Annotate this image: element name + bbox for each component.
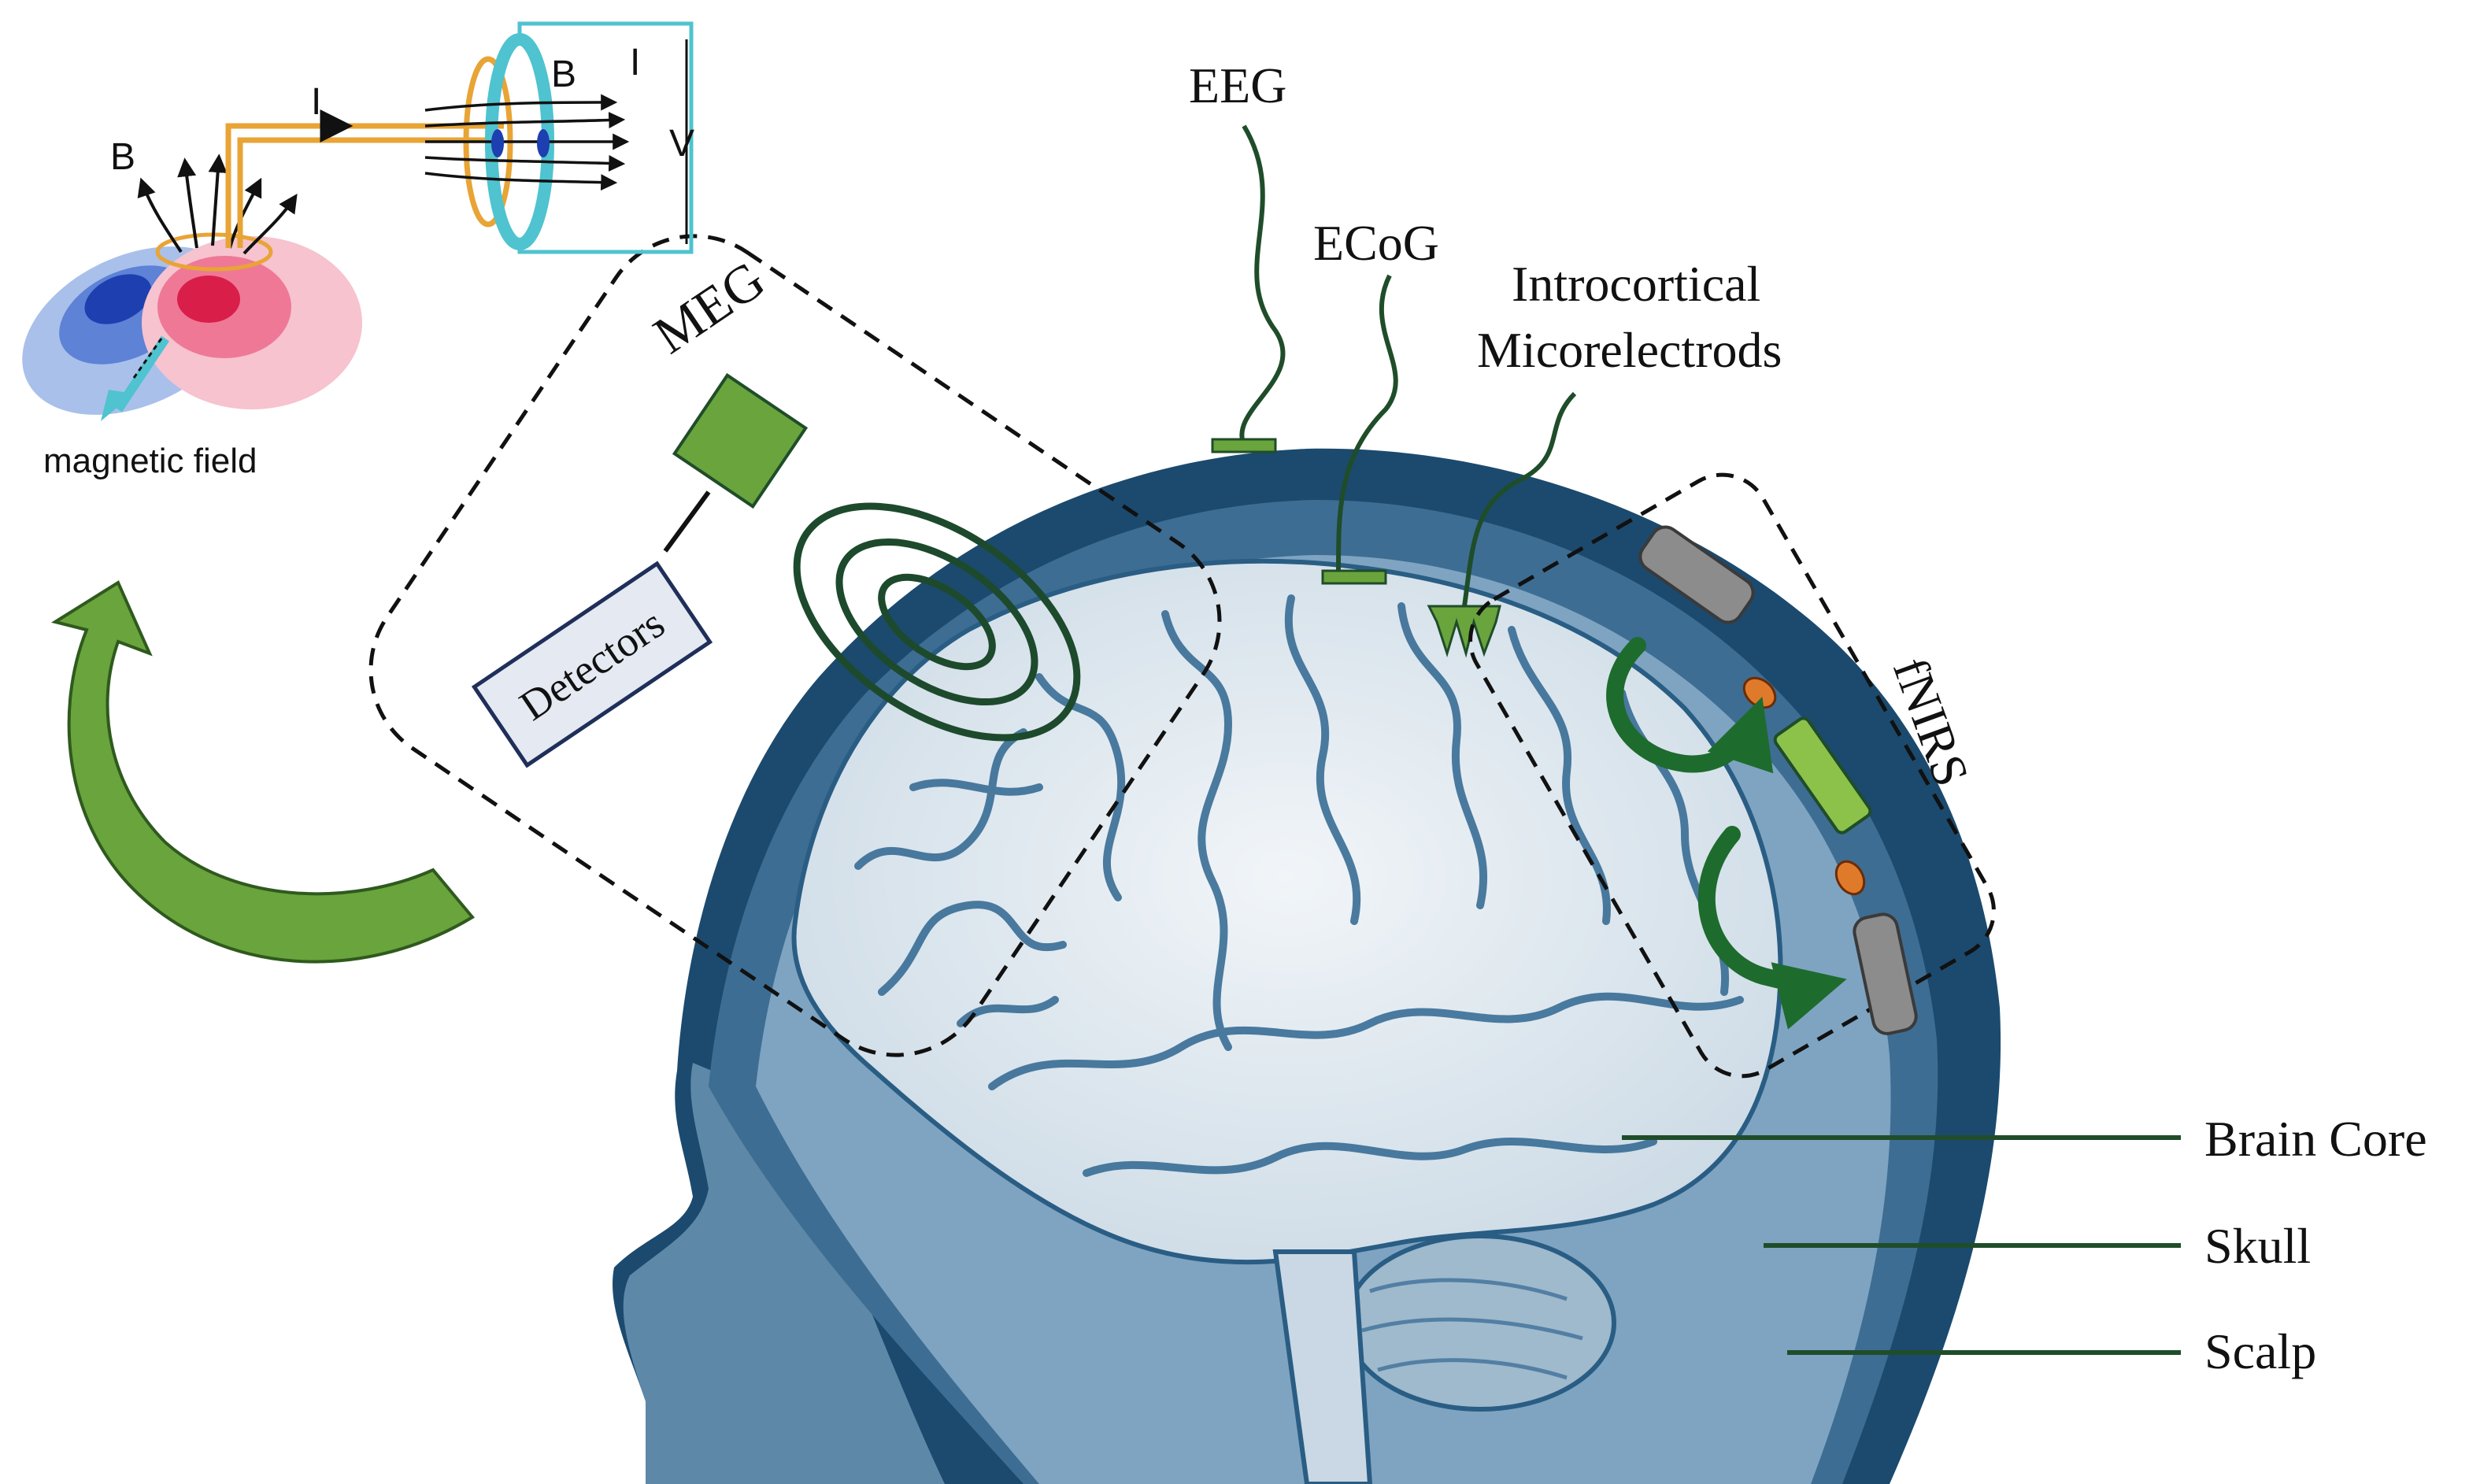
cerebellum [1344, 1234, 1616, 1412]
intracortical-probe: Introcortical Micorelectrods [1427, 256, 1782, 658]
scalp-label: Scalp [2204, 1323, 2316, 1379]
face-region [623, 1063, 945, 1484]
brain-stem [1272, 1249, 1373, 1484]
eeg-label: EEG [1189, 57, 1286, 113]
fnirs-detector-center [1773, 716, 1872, 835]
eeg-probe: EEG [1189, 57, 1286, 453]
layer-callouts: Brain Core Skull Scalp [1622, 1111, 2427, 1379]
brain-core [791, 558, 1783, 1265]
intracortical-label-line2: Micorelectrods [1477, 322, 1782, 378]
eeg-electrode [1211, 438, 1277, 453]
brain-core-label: Brain Core [2204, 1111, 2427, 1167]
inset-link-arrow [50, 580, 476, 964]
head-illustration [613, 448, 2001, 1484]
inset-current-i-right: I [630, 42, 640, 83]
ecog-probe: ECoG [1313, 215, 1439, 585]
inset-current-i: I [311, 81, 321, 123]
skull-label: Skull [2204, 1218, 2311, 1274]
inset-field-b-right: B [551, 54, 576, 95]
detectors-box [471, 561, 713, 768]
meg-field-lines [793, 502, 1081, 742]
ecog-label: ECoG [1313, 215, 1439, 271]
fnirs-dashed-box [1468, 472, 1996, 1079]
ecog-electrode [1321, 569, 1387, 585]
intracortical-label-line1: Introcortical [1512, 256, 1760, 312]
fnirs-emitter-2 [1834, 860, 1866, 896]
inset-voltage-v: V [669, 123, 694, 165]
meg-dashed-box [368, 234, 1222, 1057]
inset-caption: magnetic field [43, 442, 257, 480]
meg-label: MEG [643, 249, 775, 365]
meg-sensor [672, 372, 809, 509]
inset-field-b-left: B [110, 136, 135, 178]
fnirs-source-top [1638, 525, 1755, 624]
meg-principle-inset: B I B I V magnetic field [22, 21, 694, 480]
fnirs-light-paths [1606, 637, 1847, 1030]
fnirs-source-bottom [1853, 912, 1918, 1035]
